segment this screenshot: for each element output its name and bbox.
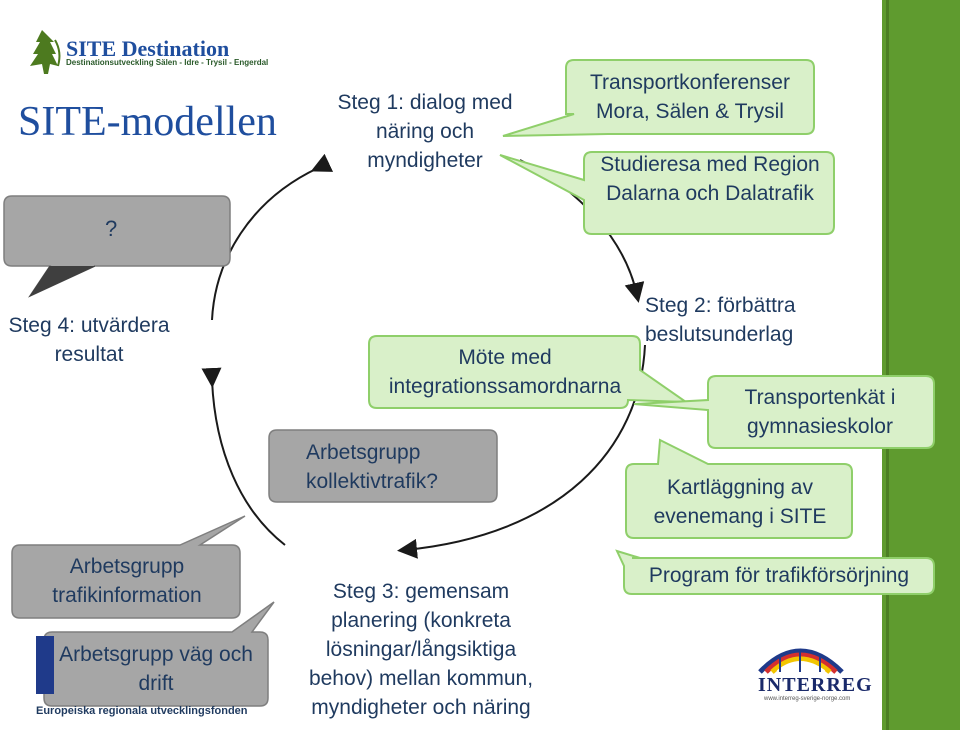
mote-bubble-shape: [368, 335, 690, 409]
interreg-url: www.interreg-sverige-norge.com: [764, 696, 851, 702]
site-logo-tagline: Destinationsutveckling Sälen - Idre - Tr…: [66, 58, 269, 67]
transportenkat-bubble-shape: [633, 375, 935, 449]
eu-fund-label: Europeiska regionala utvecklingsfonden: [36, 705, 248, 717]
trafikinformation-label: Arbetsgrupp trafikinformation: [52, 555, 202, 607]
step-1-label: Steg 1: dialog med näring och myndighete…: [337, 91, 513, 172]
question-bubble-shape: [3, 195, 231, 298]
page-title: SITE-modellen: [18, 99, 277, 145]
trafikinformation-bubble-shape: [11, 515, 246, 619]
kartlaggning-label: Kartläggning av evenemang i SITE: [653, 476, 827, 528]
step-3-label: Steg 3: gemensam planering (konkreta lös…: [308, 580, 534, 719]
decorative-side-bar: [882, 0, 960, 730]
step-4-label: Steg 4: utvärdera resultat: [8, 314, 170, 366]
question-bubble-label: ?: [105, 216, 118, 241]
site-logo-icon: [30, 30, 61, 74]
studieresa-bubble-shape: [499, 151, 835, 235]
cycle-arc-left-bottom: [201, 367, 286, 546]
vag-och-drift-label: Arbetsgrupp väg och drift: [59, 643, 253, 695]
cycle-arc-left-top: [211, 153, 334, 321]
mote-label: Möte med integrationssamordnarna: [388, 346, 622, 398]
interreg-rainbow-logo: [758, 648, 844, 674]
kartlaggning-bubble-shape: [625, 438, 853, 539]
transportkonferenser-label: Transportkonferenser Mora, Sälen & Trysi…: [590, 71, 790, 123]
transportenkat-label: Transportenkät i gymnasieskolor: [744, 386, 896, 438]
program-bubble-shape: [615, 549, 935, 595]
eu-flag: [36, 636, 54, 694]
kollektivtrafik-bubble-shape: [268, 429, 498, 503]
program-label: Program för trafikförsörjning: [648, 564, 910, 587]
site-logo-name: SITE Destination: [66, 36, 230, 61]
transportkonferenser-bubble-shape: [502, 59, 815, 137]
kollektivtrafik-label: Arbetsgrupp kollektivtrafik?: [306, 441, 438, 493]
studieresa-label: Studieresa med Region Dalarna och Dalatr…: [600, 153, 820, 205]
interreg-logo-text: INTERREG: [758, 674, 873, 696]
step-2-label: Steg 2: förbättra beslutsunderlag: [645, 294, 796, 346]
